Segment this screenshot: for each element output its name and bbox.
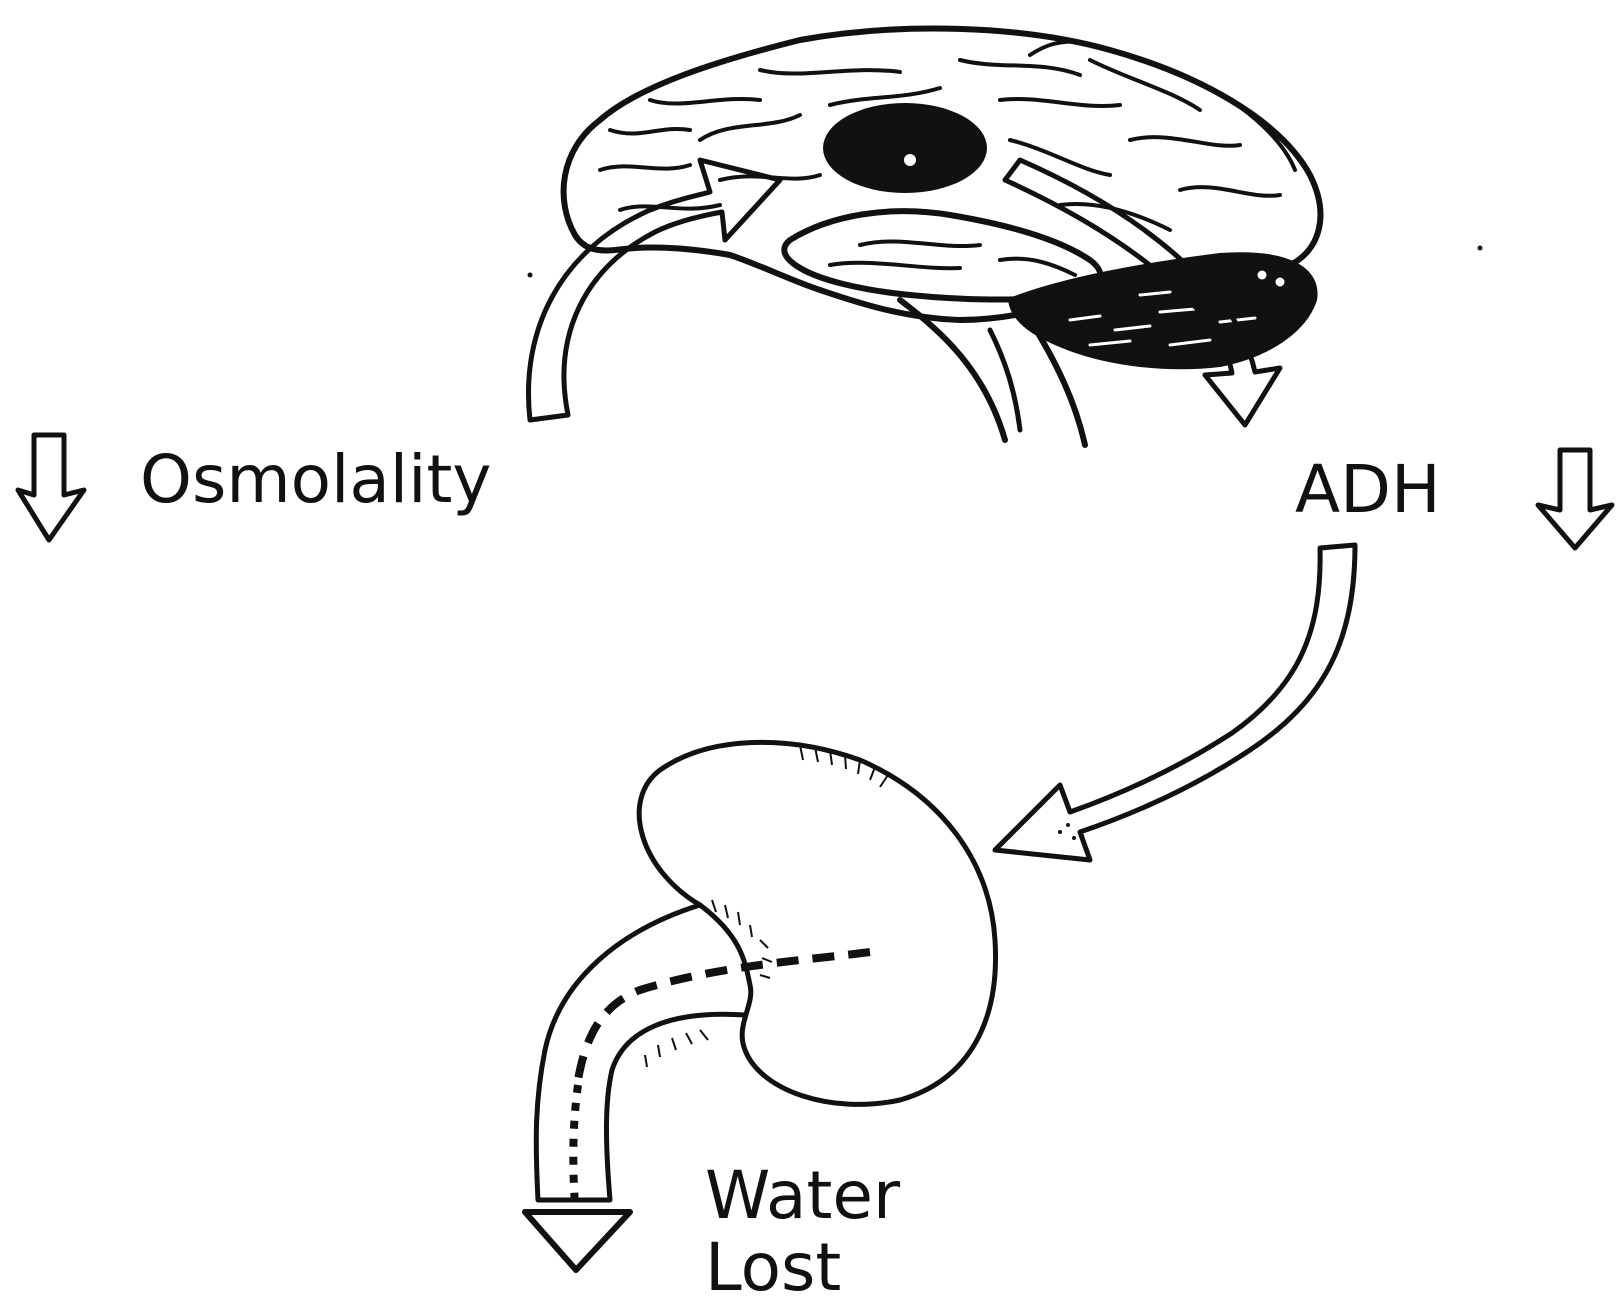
adh-label: ADH [1295, 451, 1441, 528]
down-arrow-icon [525, 1212, 630, 1270]
down-arrow-icon [1538, 450, 1612, 548]
osmolality-decrease-indicator: Osmolality [18, 435, 491, 540]
adh-decrease-indicator: ADH [1295, 450, 1612, 548]
lost-label: Lost [705, 1229, 841, 1305]
water-lost-label: Water Lost [705, 1157, 901, 1305]
osmolality-label: Osmolality [140, 441, 491, 518]
adh-to-kidney-arrow [995, 545, 1355, 860]
down-arrow-icon [18, 435, 84, 540]
water-label: Water [705, 1157, 901, 1234]
hypothalamus [823, 103, 987, 193]
brain-icon [564, 29, 1321, 445]
